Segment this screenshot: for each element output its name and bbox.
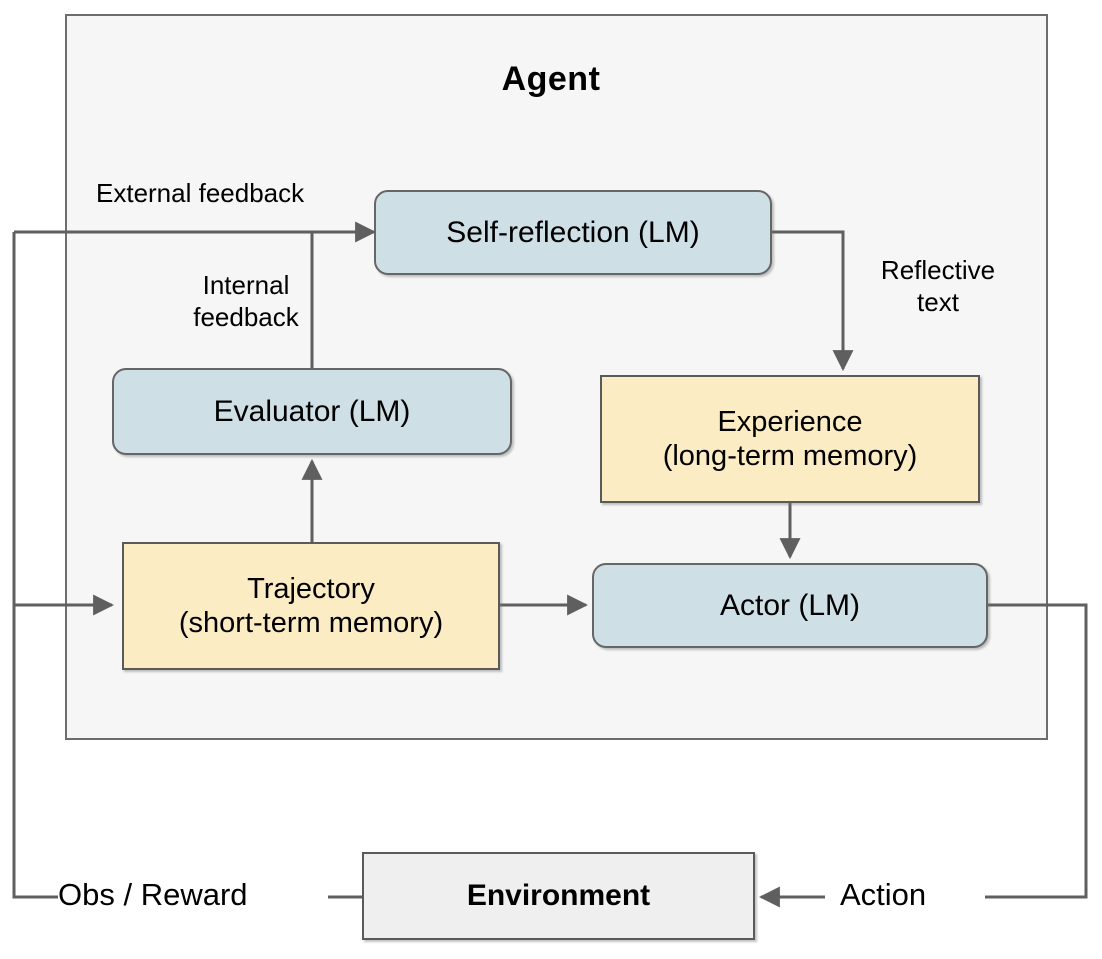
edge-label-reflective-text-line2: text [917, 286, 959, 317]
node-evaluator[interactable]: Evaluator (LM) [112, 368, 512, 455]
edge-label-obs-reward: Obs / Reward [58, 877, 248, 912]
edge-left-bus-vertical [12, 232, 58, 899]
edge-label-internal-feedback: Internal feedback [180, 270, 312, 333]
node-trajectory[interactable]: Trajectory (short-term memory) [122, 542, 500, 670]
edge-label-internal-feedback-line2: feedback [193, 301, 299, 332]
node-self-reflection[interactable]: Self-reflection (LM) [374, 190, 772, 275]
edge-label-internal-feedback-line1: Internal [202, 270, 290, 300]
node-experience-label: Experience (long-term memory) [663, 405, 918, 473]
node-environment[interactable]: Environment [362, 852, 755, 940]
node-self-reflection-label: Self-reflection (LM) [446, 215, 700, 249]
edge-label-reflective-text-line1: Reflective [880, 255, 996, 285]
edge-label-action: Action [840, 877, 927, 912]
node-actor[interactable]: Actor (LM) [592, 563, 988, 648]
node-environment-label: Environment [466, 879, 651, 913]
edge-label-reflective-text: Reflective text [872, 255, 1004, 318]
agent-title: Agent [501, 60, 601, 98]
node-evaluator-label: Evaluator (LM) [213, 394, 411, 428]
node-experience-line1: Experience [717, 405, 863, 438]
edge-label-external-feedback: External feedback [96, 178, 305, 208]
node-actor-label: Actor (LM) [719, 588, 860, 622]
node-trajectory-line1: Trajectory [247, 572, 375, 605]
node-trajectory-label: Trajectory (short-term memory) [179, 572, 443, 640]
node-experience-line2: (long-term memory) [662, 440, 918, 472]
node-experience[interactable]: Experience (long-term memory) [600, 375, 980, 503]
node-trajectory-line2: (short-term memory) [178, 607, 444, 639]
